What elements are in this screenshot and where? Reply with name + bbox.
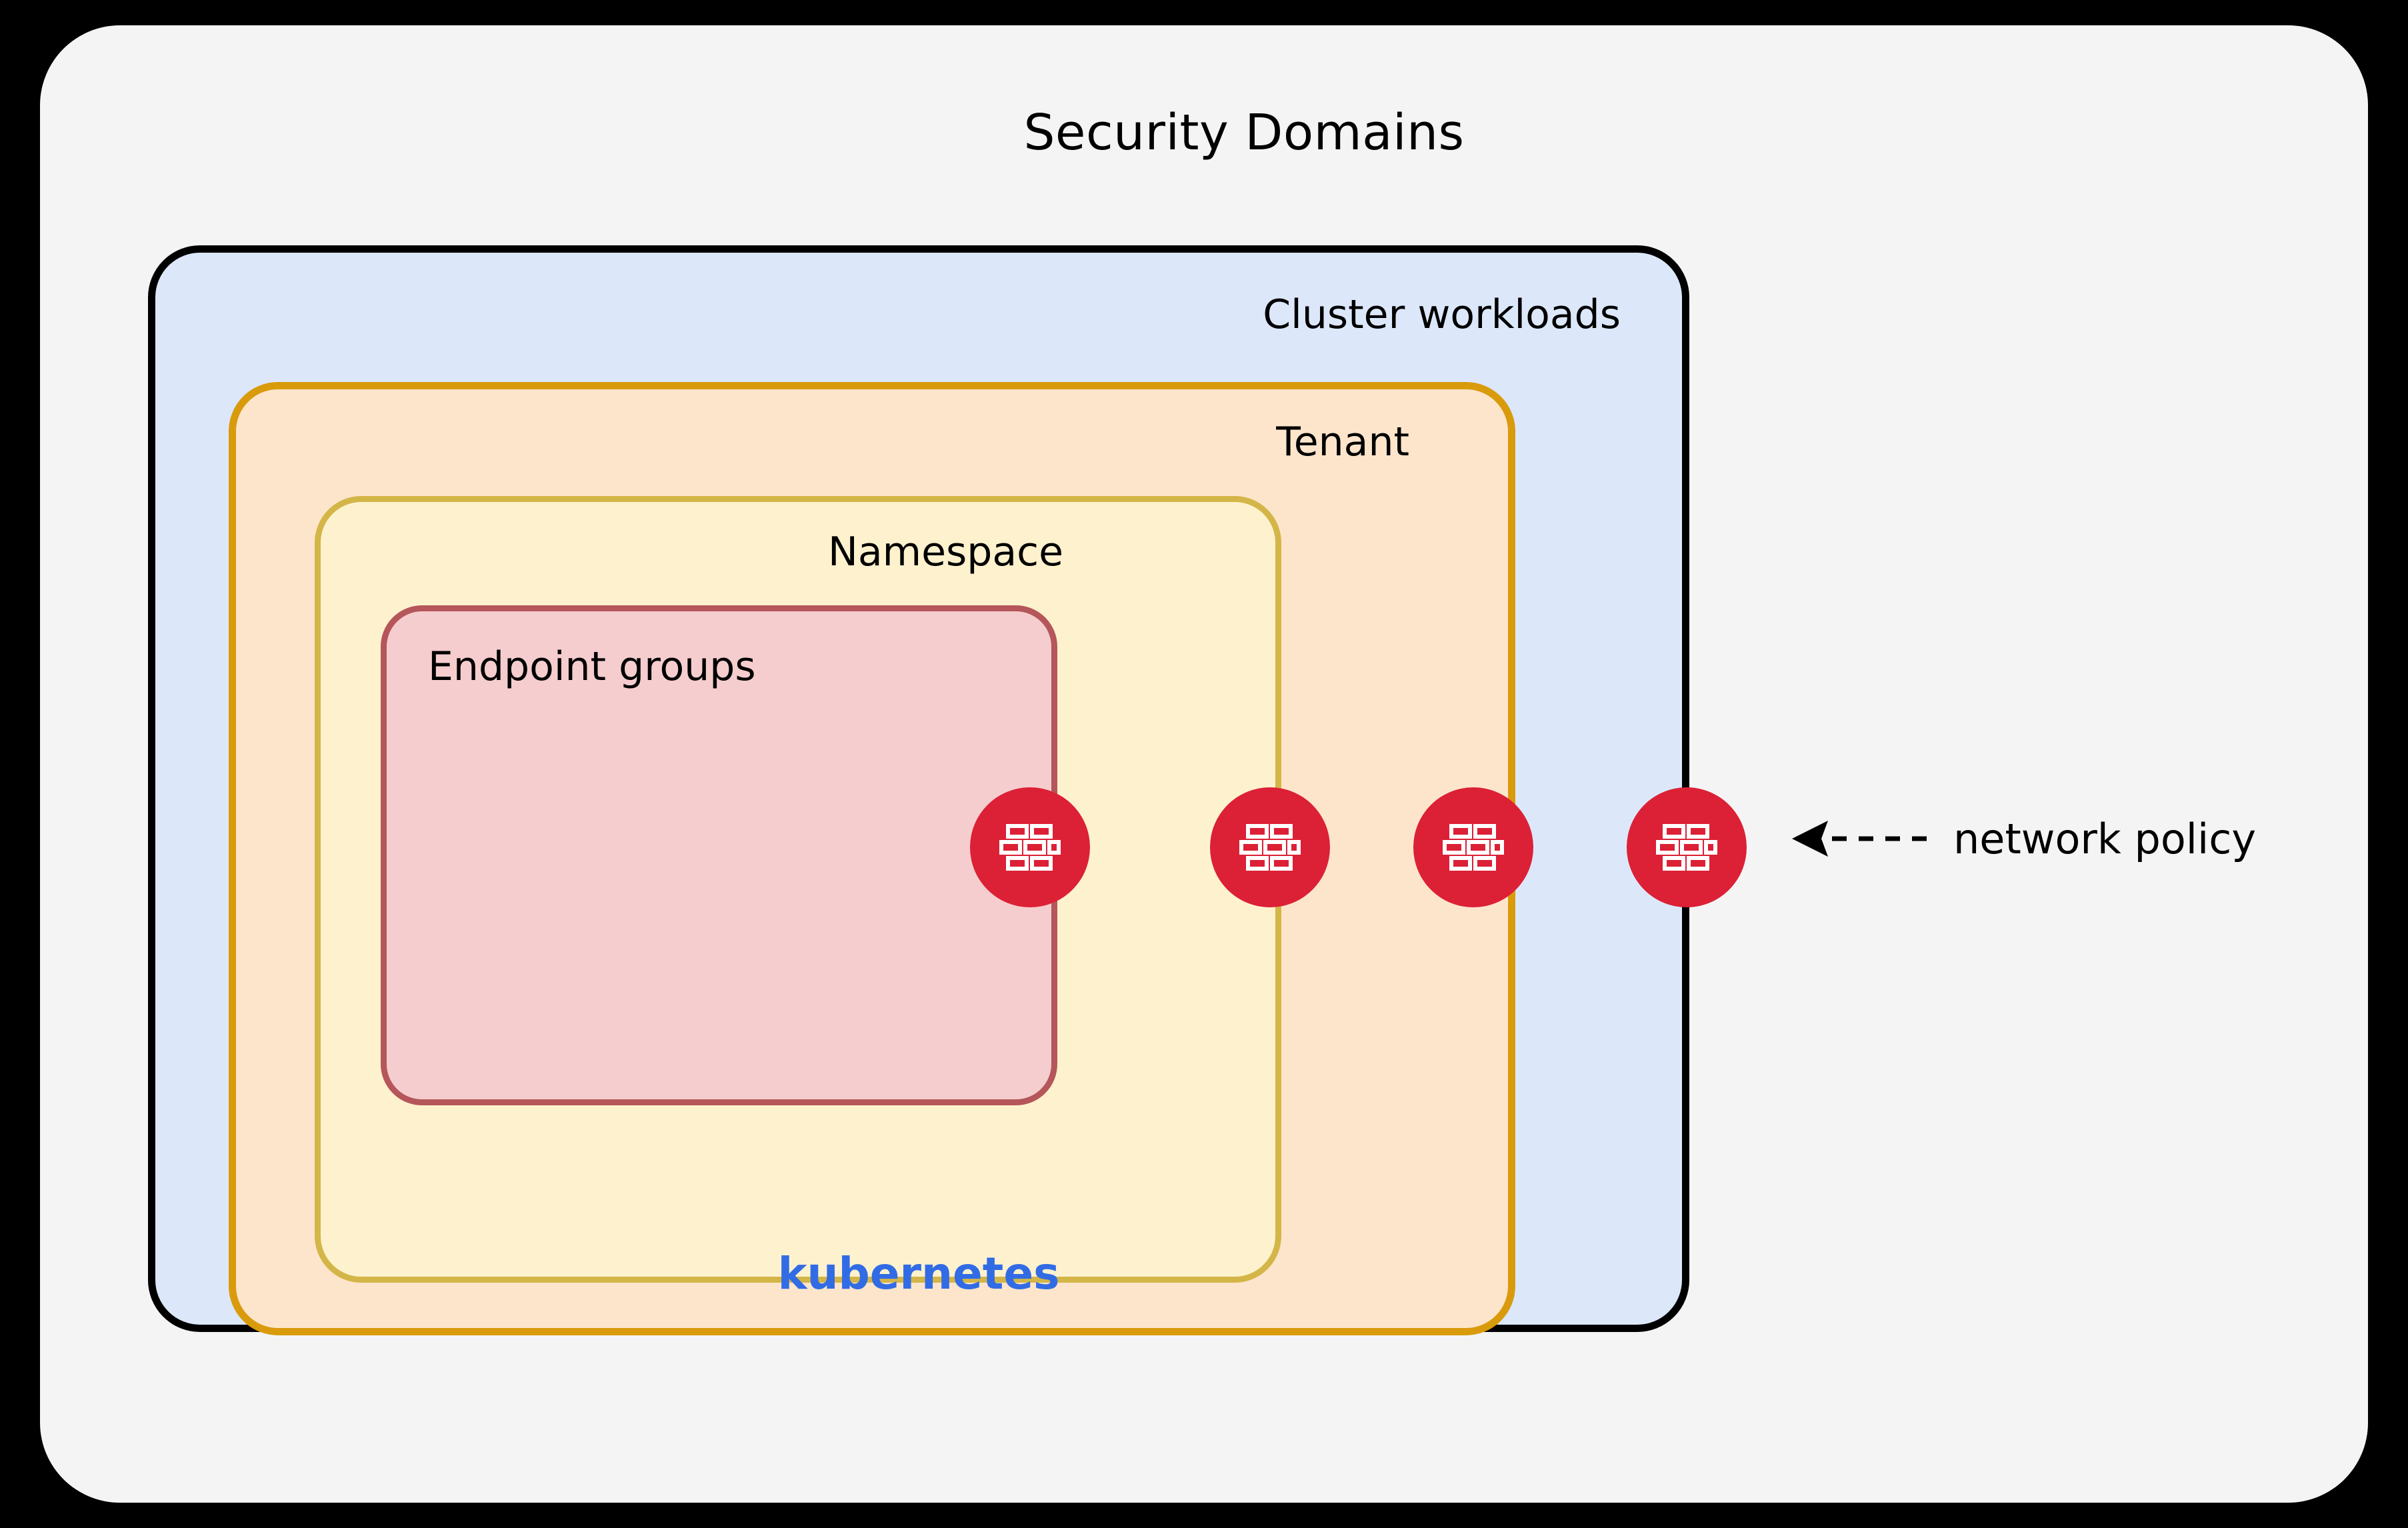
network-policy-label: network policy [1953, 814, 2257, 863]
domain-label-cluster-workloads: Cluster workloads [1263, 291, 1621, 338]
dashed-left-arrow-icon [1792, 821, 1927, 857]
domain-box-namespace: Namespace Endpoint groups [315, 496, 1281, 1283]
firewall-icon-namespace[interactable] [1210, 787, 1330, 907]
kubernetes-label: kubernetes [777, 1248, 1060, 1299]
page-title: Security Domains [1023, 104, 1465, 161]
firewall-icon-endpoint-groups[interactable] [970, 787, 1090, 907]
domain-label-endpoint-groups: Endpoint groups [428, 643, 756, 690]
network-policy-annotation: network policy [1787, 802, 2256, 875]
firewall-icon-cluster-workloads[interactable] [1627, 787, 1747, 907]
domain-label-namespace: Namespace [827, 529, 1063, 575]
firewall-icon-tenant[interactable] [1413, 787, 1533, 907]
security-domains-panel: Security Domains Cluster workloads Tenan… [40, 25, 2368, 1503]
domain-label-tenant: Tenant [1276, 419, 1409, 465]
domain-box-endpoint-groups: Endpoint groups [381, 605, 1057, 1105]
